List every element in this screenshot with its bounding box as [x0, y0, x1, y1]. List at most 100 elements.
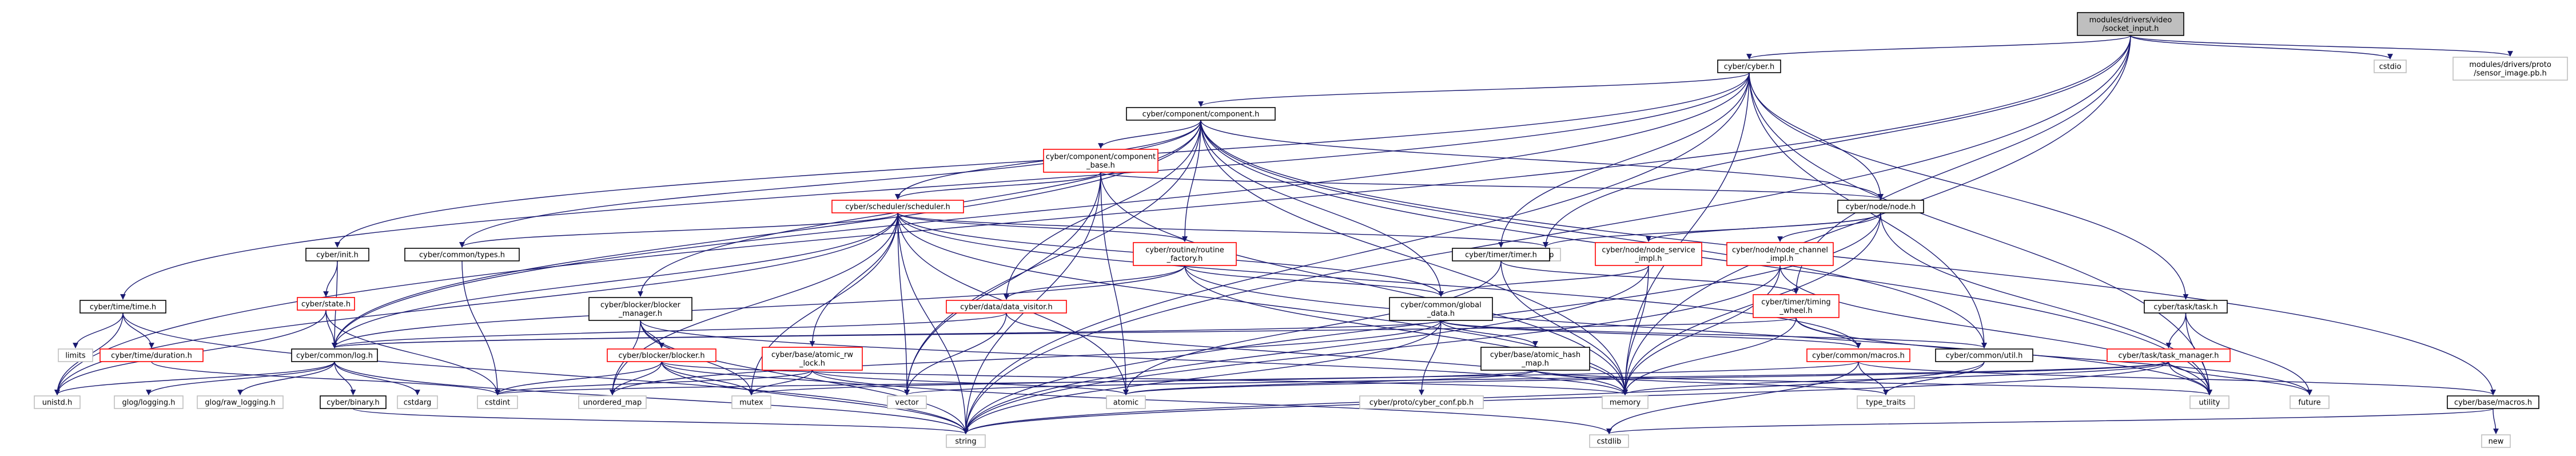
node-label: unistd.h [42, 399, 73, 407]
node-atomic_hash_map[interactable]: cyber/base/atomic_hash_map.h [1480, 347, 1590, 371]
node-component_h[interactable]: cyber/component/component.h [1126, 107, 1276, 121]
node-label: /socket_input.h [2103, 25, 2159, 33]
node-unistd: unistd.h [34, 395, 81, 409]
node-box-vector [887, 395, 927, 409]
node-label: cyber/cyber.h [1724, 63, 1774, 72]
node-label: cyber/task/task.h [2153, 303, 2217, 312]
node-box-global_data [1389, 297, 1493, 321]
edge-component_base-to-vector [904, 172, 1101, 395]
edge-cyber_h-to-time_h [120, 72, 1750, 300]
edge-timer_h-to-timing_wheel [1500, 260, 1799, 294]
node-data_visitor[interactable]: cyber/data/data_visitor.h [946, 300, 1067, 314]
node-box-time_h [79, 300, 166, 314]
edge-component_h-to-routine_factory [1182, 120, 1201, 242]
node-blocker_h[interactable]: cyber/blocker/blocker.h [607, 348, 716, 362]
node-future: future [2290, 395, 2330, 409]
node-global_data[interactable]: cyber/common/global_data.h [1389, 297, 1493, 321]
node-box-type_traits [1857, 395, 1915, 409]
node-scheduler[interactable]: cyber/scheduler/scheduler.h [831, 200, 964, 213]
node-label: _impl.h [1766, 255, 1793, 263]
node-label: cyber/common/log.h [296, 352, 373, 360]
node-base_macros[interactable]: cyber/base/macros.h [2447, 395, 2539, 409]
node-memory: memory [1602, 395, 1649, 409]
node-timer_h[interactable]: cyber/timer/timer.h [1452, 248, 1550, 261]
edge-timing_wheel-to-memory [1622, 317, 1797, 395]
node-label: cyber/common/types.h [419, 251, 505, 260]
node-task_manager[interactable]: cyber/task/task_manager.h [2107, 348, 2231, 362]
edge-component_h-to-data_visitor [1004, 120, 1201, 300]
node-time_h[interactable]: cyber/time/time.h [79, 300, 166, 314]
edge-routine_factory-to-memory [1184, 265, 1628, 395]
node-task_h[interactable]: cyber/task/task.h [2144, 300, 2228, 314]
node-label: cyber/base/atomic_hash [1490, 351, 1580, 359]
node-box-utility [2189, 395, 2229, 409]
node-label: cyber/base/macros.h [2454, 399, 2532, 407]
edge-cyber_h-to-string [963, 72, 1750, 434]
node-binary_h[interactable]: cyber/binary.h [320, 395, 387, 409]
node-node_channel[interactable]: cyber/node/node_channel_impl.h [1726, 242, 1834, 266]
edge-atomic_hash_map-to-atomic [1123, 370, 1536, 395]
node-log_h[interactable]: cyber/common/log.h [291, 348, 378, 362]
edge-atomic_hash_map-to-utility [1535, 370, 2212, 395]
node-label: cyber/common/global [1400, 301, 1481, 310]
edge-node_h-to-node_service [1646, 212, 1881, 242]
edge-root-to-timing_wheel [1793, 35, 2131, 294]
node-vector: vector [887, 395, 927, 409]
node-label: cstdlib [1597, 438, 1622, 446]
node-root[interactable]: modules/drivers/video/socket_input.h [2077, 12, 2184, 36]
node-timing_wheel[interactable]: cyber/timer/timing_wheel.h [1753, 294, 1840, 318]
node-init_h[interactable]: cyber/init.h [305, 248, 369, 261]
node-box-common_macros [1806, 348, 1910, 362]
node-blocker_manager[interactable]: cyber/blocker/blocker_manager.h [588, 297, 692, 321]
node-box-common_util [1935, 348, 2033, 362]
node-common_macros[interactable]: cyber/common/macros.h [1806, 348, 1910, 362]
node-label: modules/drivers/proto [2469, 61, 2551, 69]
node-label: cyber/task/task_manager.h [2118, 352, 2219, 360]
edge-common_macros-to-mutex [748, 361, 1859, 395]
node-label: cyber/data/data_visitor.h [960, 303, 1053, 312]
node-label: cyber/state.h [301, 300, 351, 309]
node-label: limits [65, 352, 86, 360]
edge-task_manager-to-vector [904, 361, 2169, 395]
node-duration[interactable]: cyber/time/duration.h [99, 348, 204, 362]
node-node_service[interactable]: cyber/node/node_service_impl.h [1595, 242, 1702, 266]
node-box-data_visitor [946, 300, 1067, 314]
node-atomic_rw_lock[interactable]: cyber/base/atomic_rw_lock.h [762, 347, 863, 371]
edge-cyber_h-to-timer_h [1498, 72, 1750, 248]
node-box-sensor_image [2452, 57, 2568, 81]
edge-log_h-to-unistd [54, 361, 335, 395]
node-box-string [946, 434, 986, 448]
edge-component_h-to-base_macros [1200, 120, 2496, 395]
edge-component_h-to-memory [1200, 120, 1628, 395]
node-label: cyber/time/time.h [90, 303, 156, 312]
node-box-cstdarg [397, 395, 438, 409]
edge-cyber_h-to-utility [1749, 72, 2212, 395]
node-state_h[interactable]: cyber/state.h [297, 297, 355, 311]
node-box-cyber_h [1717, 60, 1781, 73]
edge-time_h-to-limits [73, 312, 124, 348]
edge-log_h-to-cstdarg [334, 361, 420, 395]
node-label: _base.h [1086, 161, 1115, 170]
edge-atomic_rw_lock-to-cstdint [495, 370, 813, 395]
node-utility: utility [2189, 395, 2229, 409]
node-type_traits: type_traits [1857, 395, 1915, 409]
node-cyber_h[interactable]: cyber/cyber.h [1717, 60, 1781, 73]
edge-blocker_h-to-vector [661, 361, 910, 395]
edge-scheduler-to-common_types [459, 212, 898, 248]
node-label: unordered_map [583, 399, 642, 407]
node-component_base[interactable]: cyber/component/component_base.h [1043, 149, 1158, 173]
node-common_types[interactable]: cyber/common/types.h [404, 248, 520, 261]
node-label: future [2298, 399, 2320, 407]
edge-scheduler-to-map [897, 212, 1548, 248]
node-label: cyber/binary.h [327, 399, 379, 407]
node-label: cyber/component/component [1046, 153, 1156, 161]
edge-routine_factory-to-global_data [1184, 265, 1444, 297]
node-routine_factory[interactable]: cyber/routine/routine_factory.h [1133, 242, 1237, 266]
edge-time_h-to-string [122, 312, 969, 434]
node-common_util[interactable]: cyber/common/util.h [1935, 348, 2033, 362]
edge-component_h-to-node_h [1200, 120, 1884, 200]
edge-node_service-to-string [963, 265, 1649, 434]
node-node_h[interactable]: cyber/node/node.h [1837, 200, 1924, 213]
node-box-cstdio [2374, 60, 2407, 73]
edge-data_visitor-to-log_h [332, 312, 1007, 348]
